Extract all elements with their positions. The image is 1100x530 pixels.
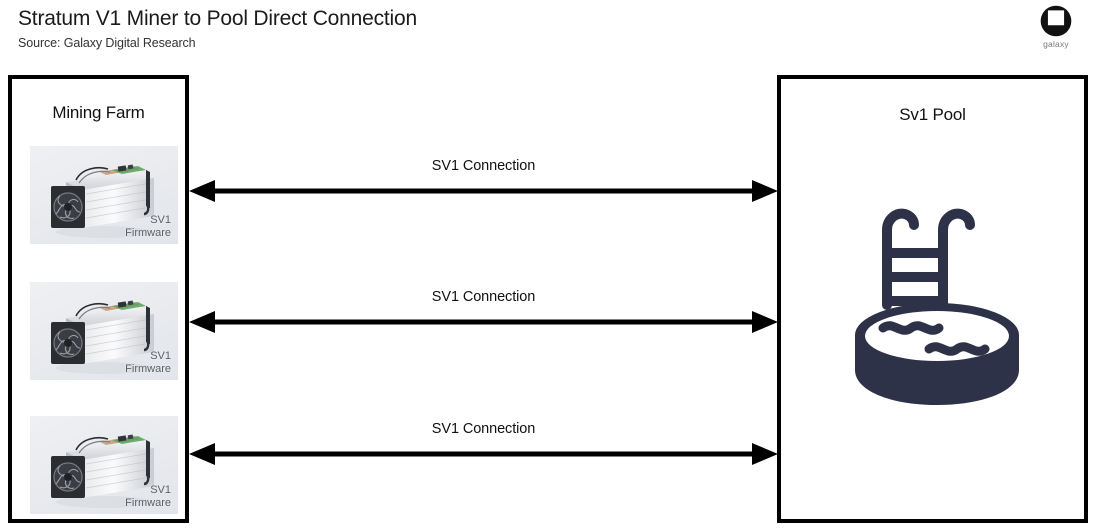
mining-farm-node: Mining Farm (8, 75, 189, 523)
asic-miner-icon (51, 300, 154, 374)
miner-label-line2: Firmware (125, 363, 171, 376)
miner-firmware-label: SV1 Firmware (125, 484, 171, 510)
miner-label-line1: SV1 (150, 214, 171, 227)
brand-name: galaxy (1043, 39, 1069, 49)
bidirectional-arrow-icon (189, 180, 778, 202)
asic-miner-icon (51, 164, 154, 238)
connection-label: SV1 Connection (431, 158, 536, 174)
connection-label: SV1 Connection (431, 289, 536, 305)
miner-firmware-label: SV1 Firmware (125, 214, 171, 240)
diagram-header: Stratum V1 Miner to Pool Direct Connecti… (18, 6, 718, 50)
miner-firmware-label: SV1 Firmware (125, 350, 171, 376)
connection-row: SV1 Connection (189, 158, 778, 202)
miner-card: SV1 Firmware (30, 416, 178, 514)
sv1-pool-node: Sv1 Pool (777, 75, 1088, 523)
miner-label-line2: Firmware (125, 497, 171, 510)
miner-label-line2: Firmware (125, 227, 171, 240)
bidirectional-arrow-icon (189, 443, 778, 465)
sv1-pool-heading: Sv1 Pool (899, 105, 966, 124)
connection-row: SV1 Connection (189, 421, 778, 465)
mining-farm-heading: Mining Farm (52, 103, 145, 122)
connection-row: SV1 Connection (189, 289, 778, 333)
bidirectional-arrow-icon (189, 311, 778, 333)
swimming-pool-icon (855, 208, 1019, 405)
source-attribution: Source: Galaxy Digital Research (18, 36, 196, 51)
galaxy-circle-logo-icon (1040, 5, 1072, 37)
connection-label: SV1 Connection (431, 421, 536, 437)
miner-label-line1: SV1 (150, 350, 171, 363)
miner-card: SV1 Firmware (30, 282, 178, 380)
asic-miner-icon (51, 434, 154, 508)
brand-logo: galaxy (1026, 4, 1086, 49)
miner-card: SV1 Firmware (30, 146, 178, 244)
miner-label-line1: SV1 (150, 484, 171, 497)
page-title: Stratum V1 Miner to Pool Direct Connecti… (18, 7, 417, 30)
